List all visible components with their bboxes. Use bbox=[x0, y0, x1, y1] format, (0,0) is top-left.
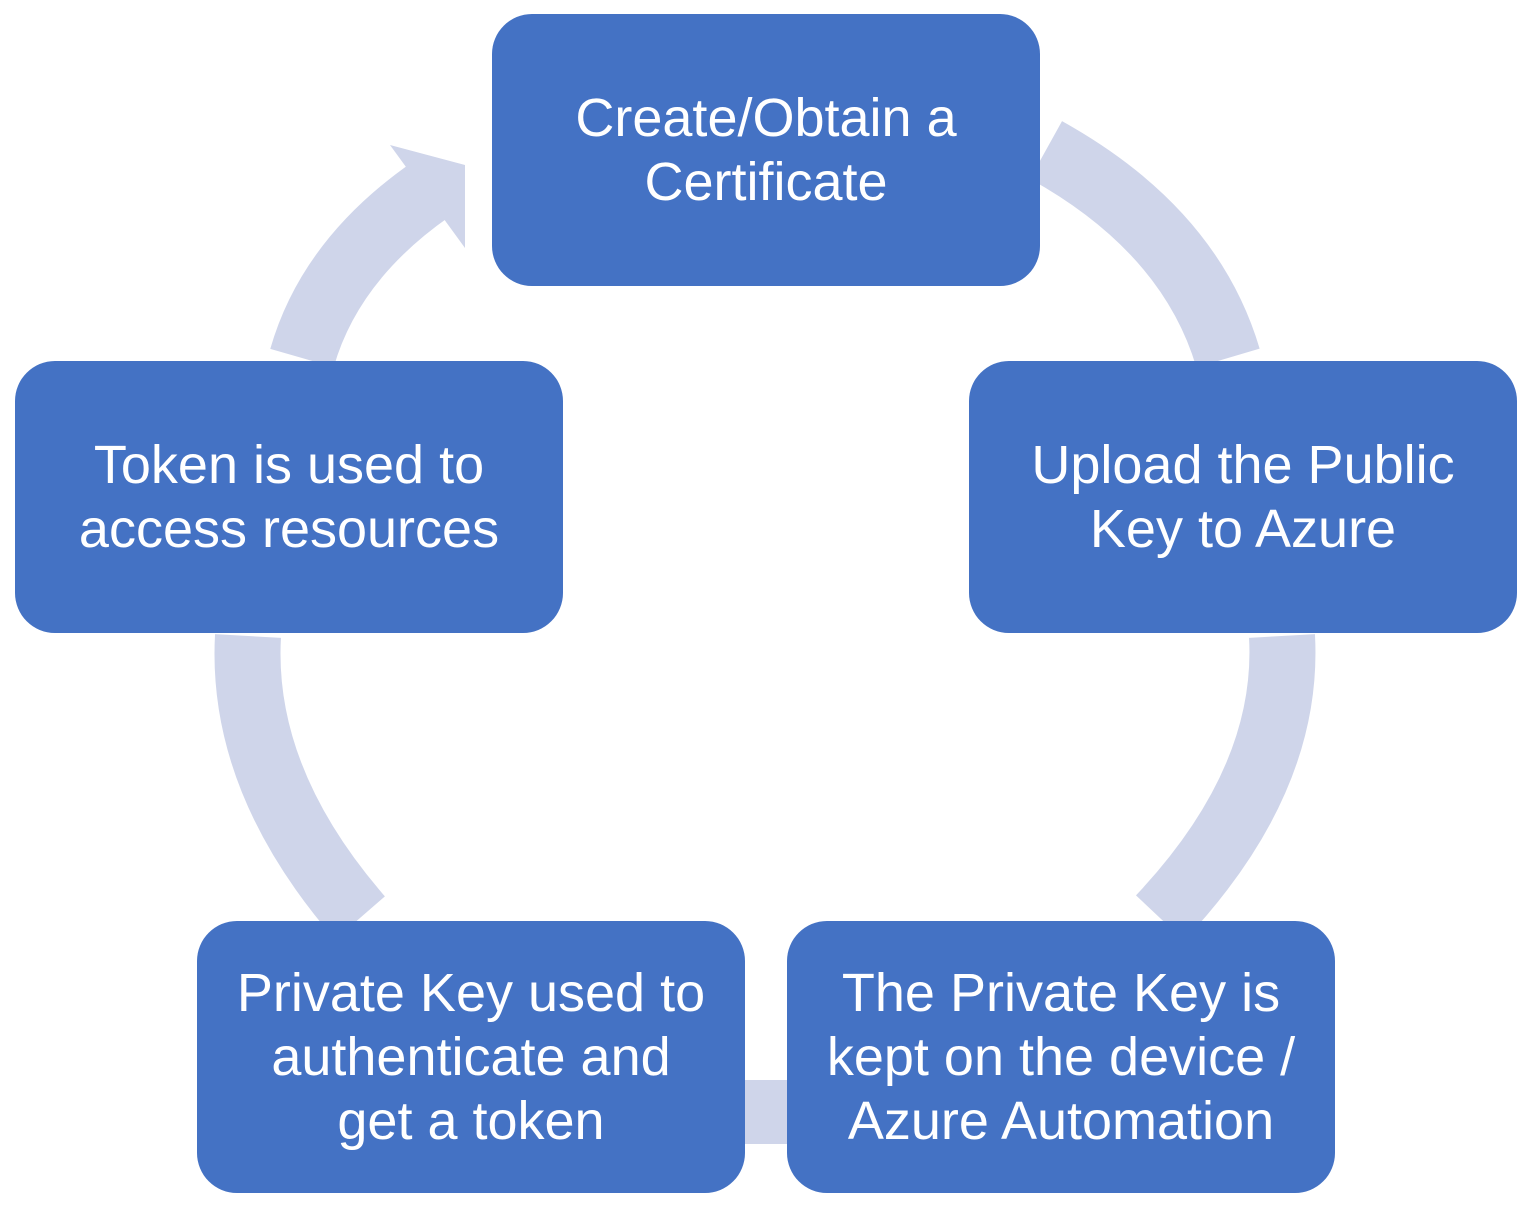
step-box-authenticate-get-token: Private Key used to authenticate and get… bbox=[197, 921, 745, 1193]
cycle-arrowhead-icon bbox=[390, 145, 465, 248]
step-box-token-access-resources: Token is used to access resources bbox=[15, 361, 563, 633]
connector-arc-5-1 bbox=[270, 162, 450, 368]
connector-arc-1-2 bbox=[1029, 121, 1260, 368]
step-box-private-key-kept: The Private Key is kept on the device / … bbox=[787, 921, 1335, 1193]
connector-arc-4-5 bbox=[214, 634, 385, 940]
step-box-upload-public-key: Upload the Public Key to Azure bbox=[969, 361, 1517, 633]
step-label: The Private Key is kept on the device / … bbox=[826, 963, 1296, 1151]
connector-arc-2-3 bbox=[1135, 634, 1316, 941]
step-label: Upload the Public Key to Azure bbox=[1031, 435, 1455, 559]
step-box-create-certificate: Create/Obtain a Certificate bbox=[492, 14, 1040, 286]
step-label: Private Key used to authenticate and get… bbox=[236, 963, 706, 1151]
connector-block-3-4 bbox=[745, 1080, 787, 1144]
step-label: Create/Obtain a Certificate bbox=[575, 88, 957, 212]
step-label: Token is used to access resources bbox=[78, 435, 500, 559]
